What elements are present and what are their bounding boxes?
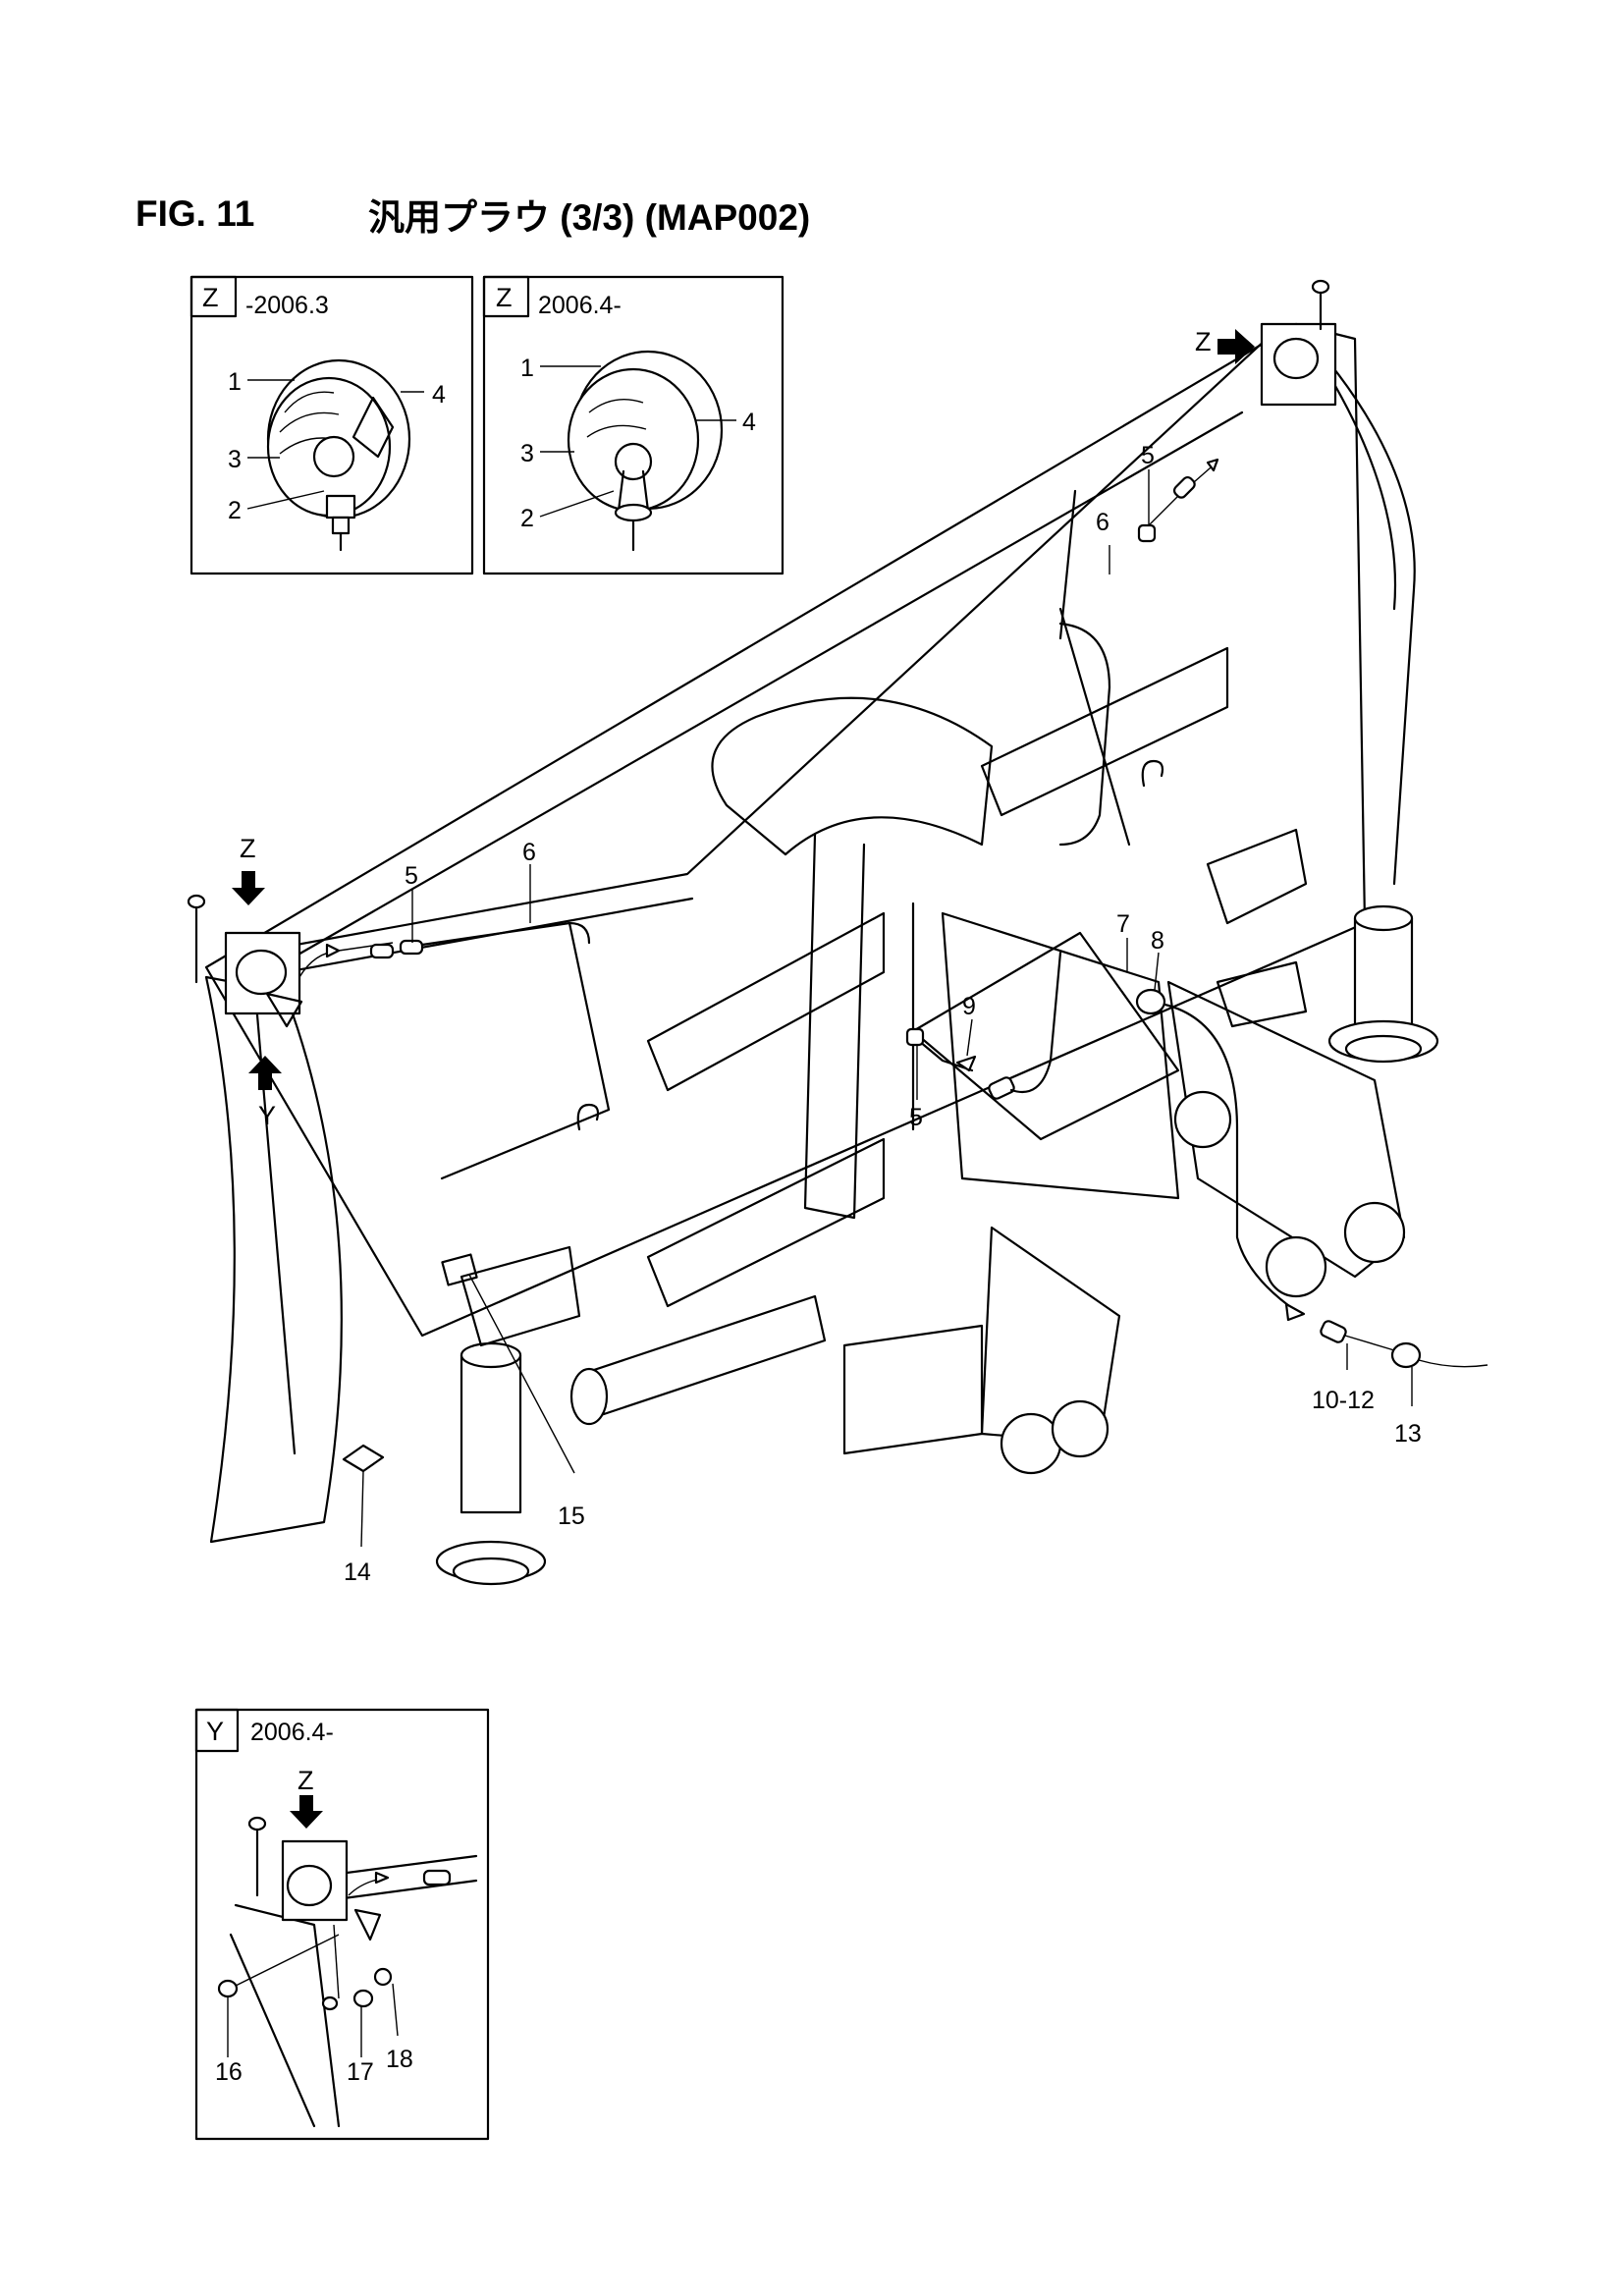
figure-header: FIG. 11 汎用プラウ (3/3) (MAP002)	[135, 185, 810, 244]
inset-date-range: 2006.4-	[538, 292, 622, 319]
inset-frame	[189, 275, 474, 575]
inset-tag-box	[189, 275, 238, 318]
callout-label: 4	[742, 409, 756, 436]
callout-label: 8	[1151, 927, 1164, 955]
lamp-bracket-detail-icon	[217, 1816, 478, 2128]
wire-harness	[1138, 461, 1218, 536]
callout-label: 6	[522, 839, 536, 866]
view-arrow-label: Z	[298, 1766, 314, 1795]
callout-label: 14	[344, 1558, 371, 1586]
inset-tag-box	[482, 275, 530, 318]
main-callouts: 6 5 5 6 7 8 9 5 10-12 13 14 15	[344, 442, 1422, 1586]
work-lamp-old-icon	[266, 358, 411, 552]
work-lamp-new-icon	[567, 350, 724, 552]
inset-tag-box	[194, 1708, 240, 1753]
view-arrow-label: Z	[240, 834, 256, 863]
inset-frame	[194, 1708, 490, 2141]
view-arrow-down-icon	[290, 1795, 323, 1829]
callout-label: 1	[520, 355, 534, 382]
callout-label: 6	[1096, 509, 1109, 536]
callout-label: 13	[1394, 1420, 1422, 1448]
wire-harness	[1147, 1000, 1298, 1313]
callout-label: 5	[405, 862, 418, 890]
inset-view-letter: Z	[202, 283, 219, 312]
callout-label: 15	[558, 1503, 585, 1530]
callout-label: 4	[432, 381, 446, 409]
callout-label: 10-12	[1312, 1387, 1375, 1414]
wire-harness	[911, 1034, 974, 1072]
wire-harness	[1009, 951, 1062, 1094]
inset-date-range: -2006.3	[245, 292, 329, 319]
inset-y: Y 2006.4- Z 16 17 18	[194, 1708, 490, 2141]
callout-label: 18	[386, 2046, 413, 2073]
callout-label: 5	[1141, 442, 1155, 469]
figure-number: FIG. 11	[135, 193, 255, 234]
decal-14	[342, 1444, 385, 1473]
inset-z-old: Z -2006.3 1 4 3 2	[189, 275, 474, 575]
callout-label: 9	[962, 993, 976, 1020]
view-arrow-label: Y	[258, 1101, 276, 1130]
inset-frame	[482, 275, 784, 575]
callout-label: 3	[520, 440, 534, 467]
inset-date-range: 2006.4-	[250, 1719, 334, 1746]
callout-label: 1	[228, 368, 242, 396]
wire-harness	[420, 921, 591, 947]
callout-label: 5	[909, 1104, 923, 1131]
inset-z-new: Z 2006.4- 1 3 4 2	[482, 275, 784, 575]
view-arrow-left-y: Y	[248, 1056, 282, 1130]
inset-view-letter: Z	[496, 283, 513, 312]
view-arrow-left-z: Z	[232, 834, 265, 905]
skid-shoe-right-icon	[1327, 904, 1439, 1064]
decal-15	[441, 1253, 478, 1286]
right-lamp-icon	[1260, 279, 1337, 407]
callout-label: 16	[215, 2058, 243, 2086]
callout-label: 7	[1116, 910, 1130, 938]
view-arrow-label: Z	[1195, 327, 1212, 356]
plow-assembly	[204, 322, 1439, 1586]
callout-label: 3	[228, 446, 242, 473]
skid-shoe-left-icon	[435, 1341, 547, 1586]
inset-view-letter: Y	[206, 1717, 224, 1746]
wire-harness	[1058, 622, 1111, 847]
callout-label: 2	[228, 497, 242, 524]
figure-title: 汎用プラウ (3/3) (MAP002)	[368, 197, 811, 238]
view-arrow-right-z: Z	[1195, 327, 1255, 364]
callout-label: 2	[520, 505, 534, 532]
callout-label: 17	[347, 2058, 374, 2086]
left-lamp-icon	[187, 894, 303, 1028]
